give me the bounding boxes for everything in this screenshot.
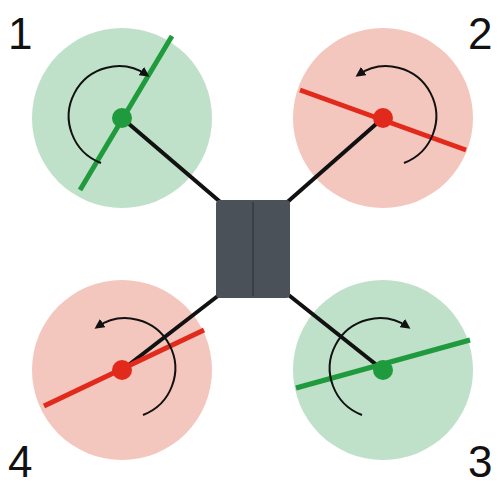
callout-number: 3 [468,440,492,484]
rotor-disc [32,280,212,460]
rotor-disc [32,28,212,208]
callout-number: 2 [468,12,492,56]
propeller [296,340,470,388]
drone-body [216,200,290,298]
rotation-arrow [69,66,436,415]
motor-hub [373,360,393,380]
motor-hub [112,360,132,380]
rotor-disc [293,28,473,208]
propeller [300,90,466,150]
motor-hub [373,108,393,128]
propeller [44,330,204,406]
callout-number: 1 [8,12,32,56]
callout-number: 4 [8,440,32,484]
propeller [80,36,172,190]
rotor-disc [293,280,473,460]
motor-hub [112,108,132,128]
